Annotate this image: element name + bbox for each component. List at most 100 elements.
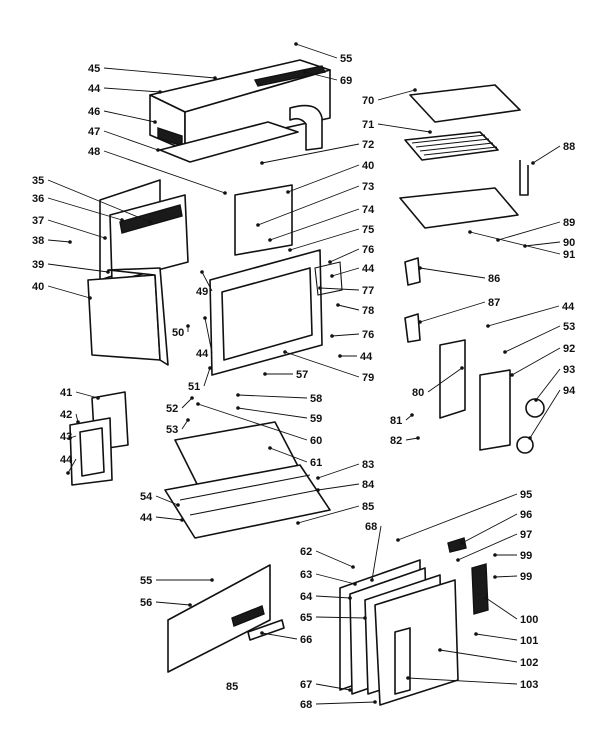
callout-46: 46 [88,106,100,118]
callout-84: 84 [362,479,375,491]
leader-dot-44 [338,354,342,358]
leader-77 [319,287,360,291]
leader-52 [181,397,193,409]
callout-42: 42 [60,409,72,421]
leader-dot-37 [103,236,107,240]
callout-44: 44 [360,351,373,363]
leader-44 [487,305,560,327]
leader-dot-100 [484,596,488,600]
callout-44: 44 [88,83,101,95]
leader-103 [407,677,518,685]
leader-41 [75,391,99,399]
callout-44: 44 [196,348,209,360]
tray-part [399,187,519,229]
callout-89: 89 [563,217,575,229]
leader-59 [237,407,308,419]
leader-dot-82 [416,436,420,440]
leader-37 [47,219,106,239]
leader-dot-44 [180,518,184,522]
callout-94: 94 [563,385,576,397]
leader-58 [237,394,308,399]
drawer-slide-part [231,605,265,627]
leader-dot-56 [188,603,192,607]
leader-lines [47,42,561,705]
leader-dot-95 [396,538,400,542]
callout-68: 68 [365,521,377,533]
leader-53 [504,325,561,353]
leader-dot-44 [203,316,207,320]
callout-55: 55 [340,53,352,65]
callout-74: 74 [362,204,375,216]
bracket-88-part [519,160,529,196]
leader-dot-68 [370,578,374,582]
leader-dot-44 [66,471,70,475]
callout-43: 43 [60,431,72,443]
leader-35 [47,179,151,223]
callout-95: 95 [520,489,532,501]
callout-68: 68 [300,699,312,711]
leader-dot-101 [474,632,478,636]
callout-63: 63 [300,569,312,581]
leader-dot-94 [528,436,532,440]
leader-85 [297,505,360,524]
leader-51 [203,367,211,387]
callout-76: 76 [362,244,374,256]
leader-dot-91 [468,230,472,234]
leader-dot-51 [208,366,212,370]
leader-dot-75 [288,248,292,252]
oven-opening-part [221,267,313,361]
leader-dot-40 [286,190,290,194]
top-cover-side-part [184,69,331,151]
leader-54 [155,495,179,506]
leader-dot-97 [456,558,460,562]
callout-86: 86 [488,273,500,285]
callout-53: 53 [563,321,575,333]
top-flue-part [289,104,323,151]
leader-dot-55 [294,42,298,46]
callout-40: 40 [32,281,44,293]
leader-45 [103,67,216,79]
leader-101 [475,633,518,641]
valve-part [404,257,421,286]
callout-102: 102 [520,657,538,669]
leader-87 [419,301,486,323]
leader-82 [405,437,419,441]
bottom-frame-rails [179,474,319,516]
callout-67: 67 [300,679,312,691]
leader-68 [371,525,382,581]
callout-83: 83 [362,459,374,471]
callout-54: 54 [140,491,153,503]
leader-dot-99 [493,553,497,557]
top-trim-part [253,65,327,87]
callout-100: 100 [520,614,538,626]
leader-100 [485,597,518,620]
leader-99 [494,575,518,578]
callout-41: 41 [60,387,72,399]
callout-79: 79 [362,372,374,384]
leader-dot-55 [210,578,214,582]
callout-51: 51 [188,381,200,393]
callout-40: 40 [362,160,374,172]
leader-44 [331,267,360,277]
leader-47 [103,130,159,151]
rack-grid [411,134,498,156]
leader-dot-93 [534,398,538,402]
leader-dot-53 [503,350,507,354]
callout-73: 73 [362,181,374,193]
callout-53: 53 [166,424,178,436]
callout-66: 66 [300,634,312,646]
door-handle-part [471,563,489,615]
leader-dot-67 [348,688,352,692]
leader-dot-64 [348,596,352,600]
burner-bracket-part [314,261,343,296]
callout-47: 47 [88,126,100,138]
callout-80: 80 [412,387,424,399]
leader-dot-57 [263,372,267,376]
callout-56: 56 [140,597,152,609]
leader-40 [287,164,360,193]
callout-88: 88 [563,141,575,153]
leader-97 [457,533,518,561]
callout-45: 45 [88,63,100,75]
side-bracket-part [439,339,466,419]
